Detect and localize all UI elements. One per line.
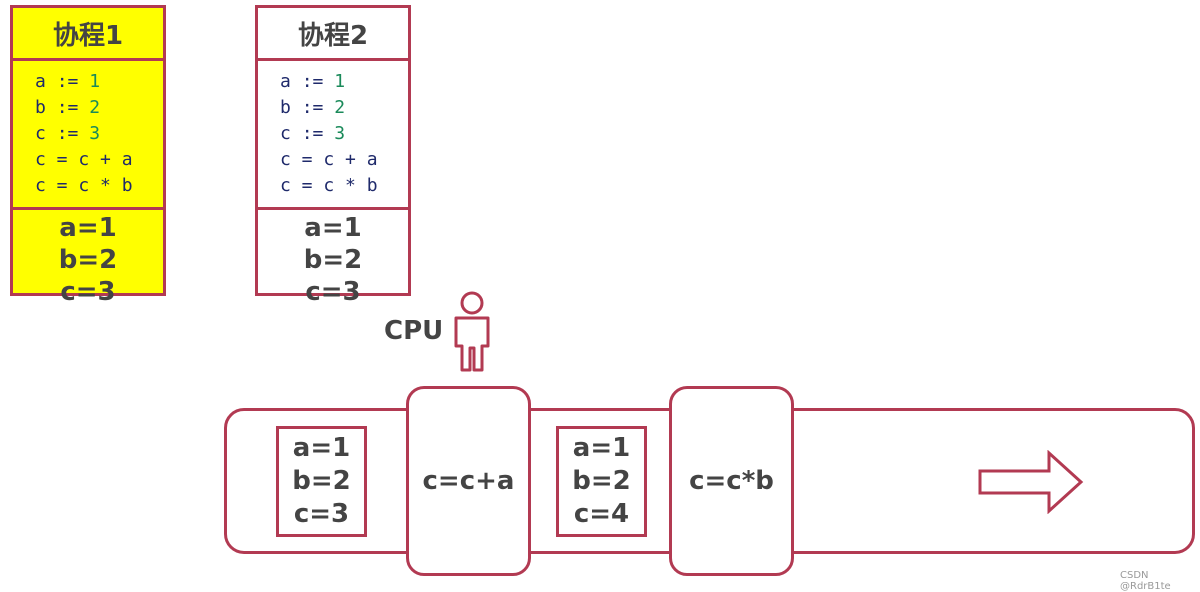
register-a: a=1	[59, 213, 117, 243]
code-line: c := 3	[280, 123, 346, 144]
context-snapshot-1: a=1 b=2 c=3	[276, 426, 367, 537]
code-line: b := 2	[35, 97, 101, 118]
cpu-label: CPU	[384, 316, 444, 346]
coroutine-2-registers: a=1 b=2 c=3	[258, 210, 408, 308]
execution-step-label: c=c*b	[689, 466, 774, 496]
code-line: c = c + a	[280, 149, 378, 170]
execution-step-label: c=c+a	[422, 466, 515, 496]
register-c: c=3	[60, 277, 116, 307]
register-c: c=3	[305, 277, 361, 307]
arrow-right-icon	[978, 450, 1084, 514]
watermark: CSDN @RdrB1te	[1120, 570, 1171, 592]
code-line: c = c * b	[280, 175, 378, 196]
code-line: a := 1	[35, 71, 101, 92]
execution-slot-2: c=c*b	[669, 386, 794, 576]
coroutine-1-registers: a=1 b=2 c=3	[13, 210, 163, 308]
coroutine-1-panel: 协程1 a := 1 b := 2 c := 3 c = c + a c = c…	[10, 5, 166, 307]
snapshot-value: a=1	[572, 433, 631, 463]
register-a: a=1	[304, 213, 362, 243]
snapshot-value: c=3	[293, 499, 350, 529]
coroutine-2-code: a := 1 b := 2 c := 3 c = c + a c = c * b	[258, 61, 408, 210]
coroutine-2-title: 协程2	[258, 8, 408, 61]
context-snapshot-2: a=1 b=2 c=4	[556, 426, 647, 537]
code-line: b := 2	[280, 97, 346, 118]
coroutine-1-title: 协程1	[13, 8, 163, 61]
execution-slot-1: c=c+a	[406, 386, 531, 576]
coroutine-2-panel: 协程2 a := 1 b := 2 c := 3 c = c + a c = c…	[255, 5, 411, 307]
code-line: c = c * b	[35, 175, 133, 196]
register-b: b=2	[303, 245, 363, 275]
register-b: b=2	[58, 245, 118, 275]
coroutine-1-code: a := 1 b := 2 c := 3 c = c + a c = c * b	[13, 61, 163, 210]
person-icon	[454, 291, 490, 372]
code-line: c = c + a	[35, 149, 133, 170]
snapshot-value: b=2	[572, 466, 631, 496]
snapshot-value: c=4	[573, 499, 630, 529]
code-line: a := 1	[280, 71, 346, 92]
snapshot-value: a=1	[292, 433, 351, 463]
snapshot-value: b=2	[292, 466, 351, 496]
code-line: c := 3	[35, 123, 101, 144]
